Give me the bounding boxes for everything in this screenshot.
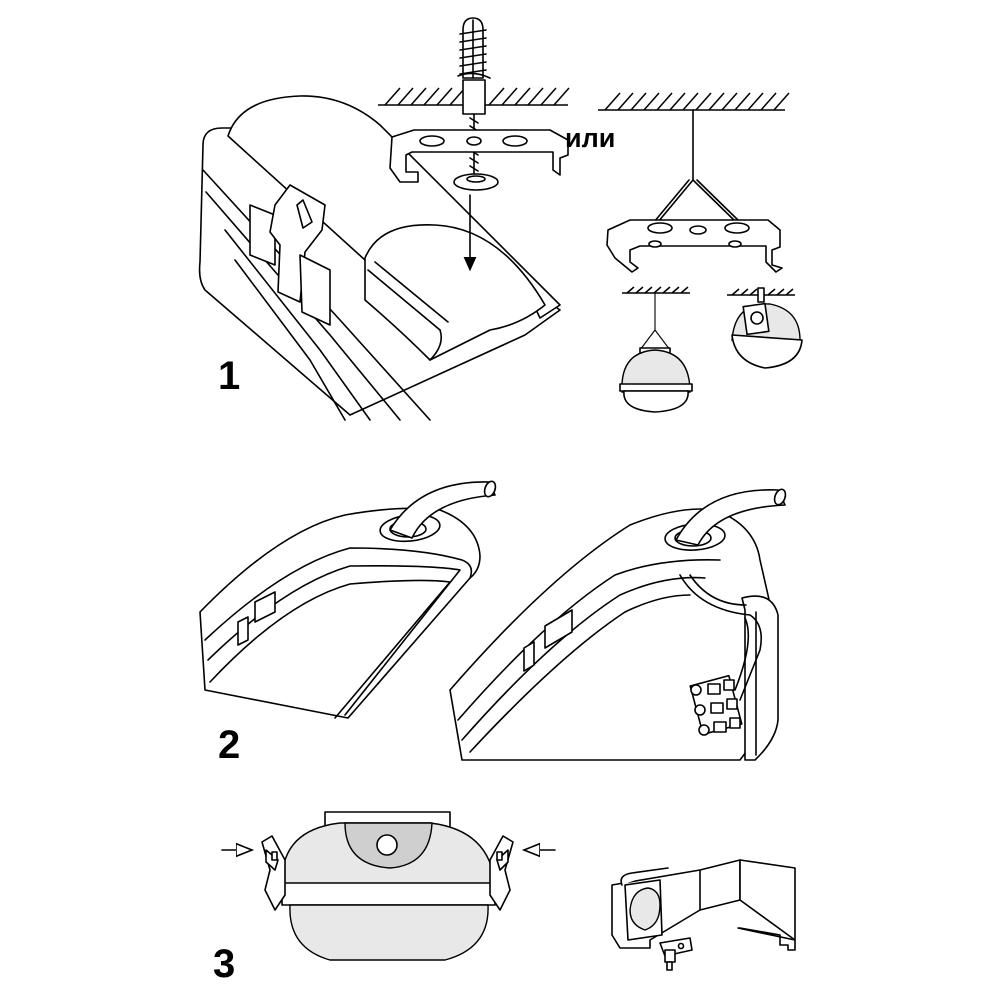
step-number-3: 3 xyxy=(213,942,235,986)
step-number-1: 1 xyxy=(218,354,240,398)
step-3-panel: 3 xyxy=(213,811,796,986)
mounting-clip-detail xyxy=(611,859,796,971)
step-number-2: 2 xyxy=(218,723,240,767)
fixture-cross-section xyxy=(221,811,556,961)
mounting-bracket-suspended xyxy=(606,109,783,273)
alternative-label: или xyxy=(565,123,615,153)
fixture-end-cap-left xyxy=(199,480,497,719)
fixture-end-cap-right xyxy=(449,488,787,761)
step-1-panel: или xyxy=(198,17,803,421)
ceiling-right xyxy=(598,92,790,111)
mounting-clip-step1 xyxy=(249,184,331,326)
small-fixture-suspended xyxy=(619,286,693,413)
wall-dowel xyxy=(453,17,499,191)
mounting-bracket-screw xyxy=(389,129,569,183)
step-2-panel: 2 xyxy=(199,480,787,767)
small-fixture-surface xyxy=(727,287,803,369)
